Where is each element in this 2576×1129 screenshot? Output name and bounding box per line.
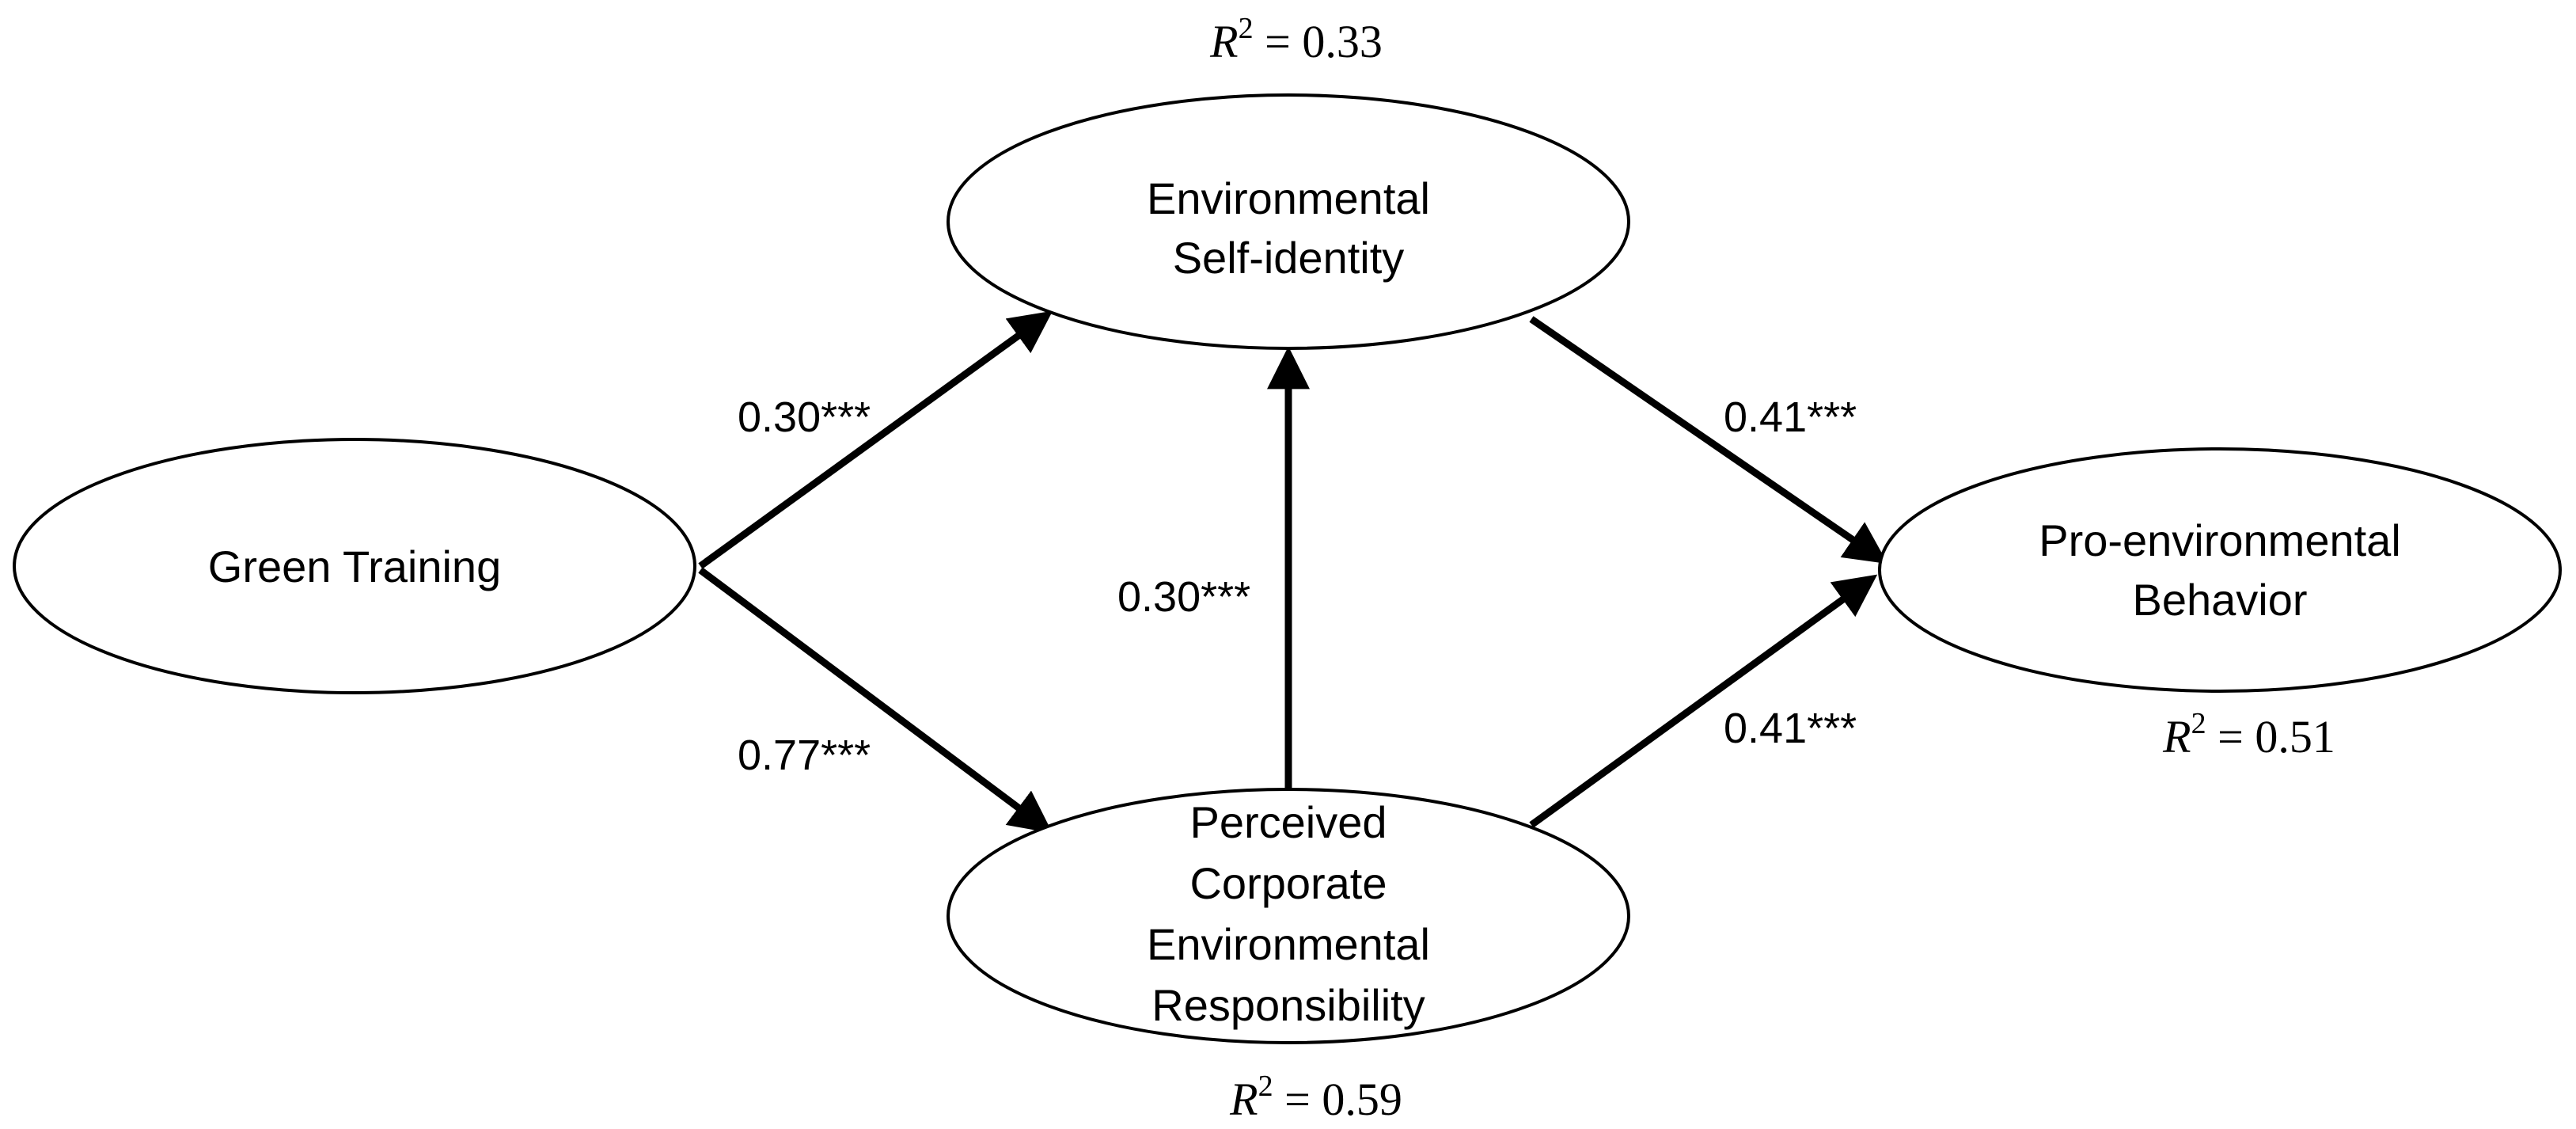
node-label-line: Environmental: [1147, 173, 1430, 223]
node-label-line: Pro-environmental: [2039, 515, 2401, 565]
coefficient-green-training-to-pcer: 0.77***: [738, 732, 871, 779]
r-squared-peb: R2 = 0.51: [2162, 707, 2335, 762]
node-peb: Pro-environmental Behavior: [1878, 447, 2562, 693]
node-label-line: Behavior: [2132, 575, 2307, 625]
node-label-line: Responsibility: [1151, 980, 1425, 1030]
coefficient-green-training-to-self-identity: 0.30***: [738, 393, 871, 441]
arrow-self-identity-to-peb: [1529, 316, 1888, 564]
coefficient-pcer-to-self-identity: 0.30***: [1117, 573, 1250, 621]
r-squared-symbol: R: [2162, 711, 2191, 762]
r-squared-symbol: R: [1209, 16, 1238, 67]
node-green-training: Green Training: [13, 438, 696, 694]
node-label-line: Green Training: [208, 542, 501, 591]
node-label-line: Environmental: [1147, 919, 1430, 969]
node-self-identity: Environmental Self-identity: [947, 93, 1630, 350]
r-squared-exponent: 2: [1258, 1070, 1273, 1103]
r-squared-pcer: R2 = 0.59: [1229, 1070, 1402, 1125]
r-squared-value: = 0.59: [1273, 1074, 1402, 1125]
r-squared-value: = 0.33: [1254, 16, 1383, 67]
node-label-line: Self-identity: [1173, 233, 1405, 283]
node-pcer: Perceived Corporate Environmental Respon…: [947, 788, 1630, 1044]
arrow-green-training-to-pcer: [698, 567, 1053, 834]
node-label-line: Perceived: [1189, 797, 1387, 847]
r-squared-self-identity: R2 = 0.33: [1209, 12, 1383, 67]
arrow-green-training-to-self-identity: [698, 310, 1053, 569]
node-label-line: Corporate: [1189, 858, 1387, 908]
coefficient-self-identity-to-peb: 0.41***: [1724, 393, 1857, 441]
r-squared-value: = 0.51: [2206, 711, 2335, 762]
r-squared-exponent: 2: [1239, 12, 1254, 45]
r-squared-exponent: 2: [2191, 707, 2206, 740]
arrow-pcer-to-peb: [1529, 574, 1878, 828]
coefficient-pcer-to-peb: 0.41***: [1724, 705, 1857, 752]
r-squared-symbol: R: [1229, 1074, 1258, 1125]
